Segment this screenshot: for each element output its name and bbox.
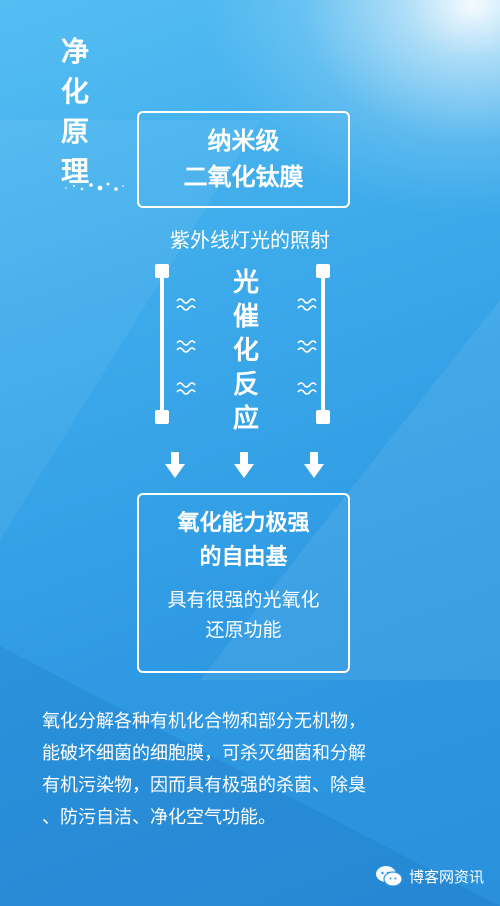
section-title-char: 原 <box>60 115 89 148</box>
down-arrow-icon <box>165 452 185 478</box>
description-line: 能破坏细菌的细胞膜，可杀灭细菌和分解 <box>42 743 366 764</box>
section-title: 净 化 原 理 <box>55 32 95 192</box>
description-paragraph: 氧化分解各种有机化合物和部分无机物， 能破坏细菌的细胞膜，可杀灭细菌和分解 有机… <box>42 706 472 834</box>
light-wave-icon <box>297 340 317 353</box>
light-wave-icon <box>297 382 317 395</box>
uv-light-label: 紫外线灯光的照射 <box>170 228 330 252</box>
description-line: 有机污染物，因而具有极强的杀菌、除臭 <box>42 775 366 796</box>
section-title-char: 理 <box>60 155 89 188</box>
down-arrow-icon <box>304 452 324 478</box>
light-wave-group <box>294 296 320 422</box>
box-subtext-line: 具有很强的光氧化 <box>167 589 320 611</box>
light-wave-group <box>175 296 201 422</box>
wechat-icon <box>375 866 403 887</box>
description-line: 、防污自洁、净化空气功能。 <box>42 807 276 828</box>
box-heading-line: 的自由基 <box>199 545 288 570</box>
photocatalysis-char: 光 <box>232 268 259 298</box>
uv-lamp-tube-icon <box>316 264 330 424</box>
photocatalysis-char: 催 <box>232 302 259 332</box>
light-wave-icon <box>176 298 196 311</box>
light-wave-icon <box>297 298 317 311</box>
box-heading-line: 氧化能力极强 <box>177 511 310 536</box>
photocatalysis-char: 化 <box>232 336 259 366</box>
box-subtext: 具有很强的光氧化 还原功能 <box>139 585 348 645</box>
uv-lamp-tube-icon <box>155 264 169 424</box>
watermark-label: 博客网资讯 <box>408 867 484 886</box>
box-title-line: 二氧化钛膜 <box>183 163 304 191</box>
description-line: 氧化分解各种有机化合物和部分无机物， <box>42 711 366 732</box>
photocatalysis-label: 光 催 化 反 应 <box>226 266 266 436</box>
section-title-char: 化 <box>60 75 89 108</box>
titanium-dioxide-box: 纳米级 二氧化钛膜 <box>137 111 350 208</box>
sparkle-decoration <box>65 182 124 191</box>
photocatalysis-char: 应 <box>232 404 259 434</box>
watermark: 博客网资讯 <box>375 862 484 890</box>
section-title-char: 净 <box>60 35 89 68</box>
light-wave-icon <box>176 382 196 395</box>
down-arrow-icon <box>234 452 254 478</box>
box-subtext-line: 还原功能 <box>205 619 282 641</box>
box-title-line: 纳米级 <box>207 127 280 155</box>
free-radical-box: 氧化能力极强 的自由基 具有很强的光氧化 还原功能 <box>137 493 350 673</box>
photocatalysis-char: 反 <box>232 370 259 400</box>
light-wave-icon <box>176 340 196 353</box>
